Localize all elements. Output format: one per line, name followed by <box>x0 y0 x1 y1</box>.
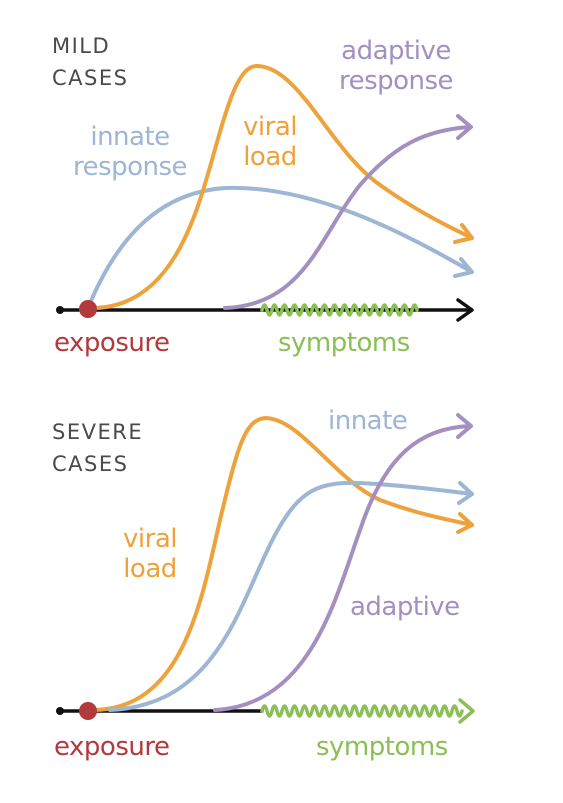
severe-viral-curve <box>90 415 474 712</box>
severe-symptoms-wave <box>260 704 464 718</box>
severe-panel <box>56 413 475 724</box>
severe-adaptive-curve <box>213 424 472 712</box>
mild-viral-arrowhead <box>453 223 474 244</box>
severe-innate-curve <box>108 480 474 712</box>
severe-viral-label-line2: load <box>123 554 177 584</box>
mild-innate-arrowhead <box>453 257 474 278</box>
severe-axis-start-dot <box>56 707 64 715</box>
mild-innate-label-line2: response <box>72 152 188 182</box>
mild-adaptive-label-line2: response <box>338 66 454 96</box>
mild-exposure-label: exposure <box>54 328 170 358</box>
mild-title-line1: MILD <box>52 34 111 58</box>
severe-exposure-label: exposure <box>54 732 170 762</box>
mild-innate-label-line1: innate <box>90 122 170 152</box>
mild-symptoms-label: symptoms <box>278 328 410 358</box>
severe-viral-label: viral load <box>112 524 188 584</box>
mild-time-axis-arrowhead <box>456 298 474 322</box>
mild-adaptive-curve <box>223 125 472 310</box>
severe-innate-arrowhead <box>457 481 474 505</box>
mild-cases-title: MILD CASES <box>52 30 128 94</box>
severe-exposure-dot <box>79 702 97 720</box>
severe-viral-arrowhead <box>456 512 474 534</box>
mild-panel <box>56 63 474 322</box>
mild-viral-curve <box>90 63 474 310</box>
severe-viral-label-line1: viral <box>123 524 177 554</box>
severe-symptoms-arrowhead <box>458 698 475 724</box>
mild-innate-label: innate response <box>70 122 190 182</box>
mild-axis-start-dot <box>56 306 64 314</box>
severe-title-line2: CASES <box>52 452 129 476</box>
severe-symptoms-label: symptoms <box>316 732 448 762</box>
mild-title-line2: CASES <box>52 66 129 90</box>
mild-viral-label: viral load <box>232 112 308 172</box>
mild-symptoms-wave <box>260 303 419 317</box>
severe-adaptive-label: adaptive <box>350 592 460 622</box>
mild-exposure-dot <box>79 300 97 318</box>
severe-innate-label: innate <box>328 406 408 436</box>
mild-viral-label-line2: load <box>243 142 297 172</box>
severe-cases-title: SEVERE CASES <box>52 416 143 480</box>
mild-adaptive-label-line1: adaptive <box>341 36 451 66</box>
mild-adaptive-arrowhead <box>456 114 473 140</box>
mild-innate-curve <box>86 185 474 310</box>
severe-title-line1: SEVERE <box>52 420 144 444</box>
severe-adaptive-arrowhead <box>456 413 473 439</box>
mild-viral-label-line1: viral <box>243 112 297 142</box>
mild-adaptive-label: adaptive response <box>332 36 460 96</box>
